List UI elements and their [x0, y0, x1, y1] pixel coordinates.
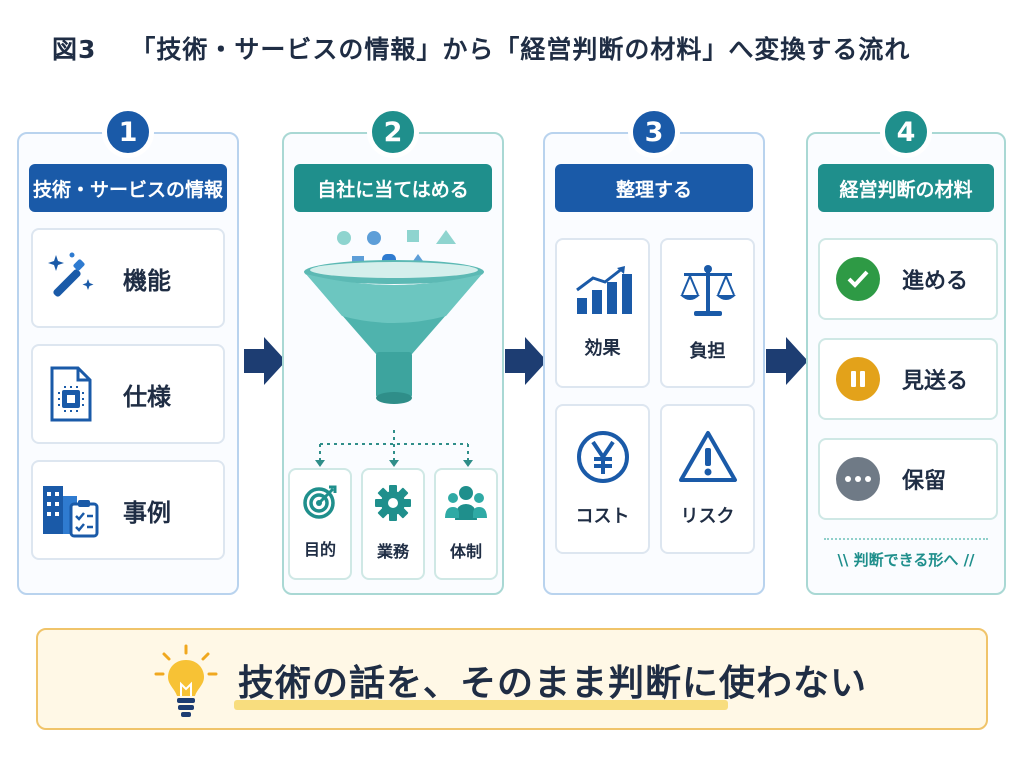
step-number-1: 1 — [102, 106, 154, 158]
yen-coin-icon — [576, 430, 630, 488]
context-label-goal: 目的 — [303, 540, 336, 559]
decision-label-pass: 見送る — [902, 369, 969, 394]
evaluation-card-burden: 負担 — [660, 238, 755, 388]
evaluation-label-risk: リスク — [680, 506, 735, 527]
key-message-text: 技術の話を、そのまま判断に使わない — [238, 663, 868, 704]
step-3-header: 整理する — [555, 164, 753, 212]
evaluation-card-cost: コスト — [555, 404, 650, 554]
target-icon — [302, 484, 338, 524]
balance-scale-icon — [678, 263, 738, 323]
context-label-team: 体制 — [449, 542, 482, 561]
evaluation-card-risk: リスク — [660, 404, 755, 554]
step-number-4: 4 — [880, 106, 932, 158]
decision-card-hold: 保留 — [818, 438, 998, 520]
figure-title: 図3 「技術・サービスの情報」から「経営判断の材料」へ変換する流れ — [52, 30, 910, 66]
evaluation-card-effect: 効果 — [555, 238, 650, 388]
step-4-header: 経営判断の材料 — [818, 164, 994, 212]
key-message-highlight — [234, 700, 728, 710]
spark-left-icon: \\ — [837, 551, 854, 569]
decision-card-pass: 見送る — [818, 338, 998, 420]
key-message-banner: 技術の話を、そのまま判断に使わない — [36, 628, 988, 730]
info-card-function: 機能 — [31, 228, 225, 328]
flow-arrow-1 — [242, 335, 288, 391]
decision-label-hold: 保留 — [902, 469, 947, 494]
info-label-spec: 仕様 — [123, 382, 171, 411]
decision-card-proceed: 進める — [818, 238, 998, 320]
step-4-panel: 4 経営判断の材料 進める 見送る 保留 \\ 判断できる形へ // — [806, 106, 1006, 595]
context-label-work: 業務 — [376, 542, 409, 561]
step-1-header: 技術・サービスの情報 — [29, 164, 227, 212]
info-label-case: 事例 — [123, 498, 171, 527]
funnel-icon — [296, 226, 492, 420]
flow-arrow-2 — [503, 335, 549, 391]
step-3-panel: 3 整理する 効果 負担 — [543, 106, 765, 595]
step-2-header: 自社に当てはめる — [294, 164, 492, 212]
evaluation-label-cost: コスト — [575, 506, 630, 527]
decision-label-proceed: 進める — [902, 269, 969, 294]
context-card-work: 業務 — [361, 468, 425, 580]
evaluation-label-burden: 負担 — [689, 341, 726, 362]
gear-icon — [374, 484, 412, 526]
more-circle-icon — [836, 457, 880, 501]
lightbulb-icon — [150, 644, 222, 724]
info-label-function: 機能 — [123, 266, 171, 295]
pause-circle-icon — [836, 357, 880, 401]
step-number-3: 3 — [628, 106, 680, 158]
warning-triangle-icon — [678, 430, 738, 488]
check-circle-icon — [836, 257, 880, 301]
flow-arrow-3 — [764, 335, 810, 391]
spark-right-icon: // — [958, 551, 975, 569]
context-card-goal: 目的 — [288, 468, 352, 580]
people-icon — [445, 484, 487, 526]
figure-label: 図3 — [52, 35, 97, 64]
step-1-panel: 1 技術・サービスの情報 機能 仕様 — [17, 106, 239, 595]
magic-wand-icon — [33, 249, 109, 307]
spec-document-icon — [33, 364, 109, 424]
step-2-panel: 2 自社に当てはめる — [282, 106, 504, 595]
info-card-spec: 仕様 — [31, 344, 225, 444]
evaluation-label-effect: 効果 — [584, 338, 621, 359]
decision-footnote: \\ 判断できる形へ // — [837, 551, 975, 569]
footnote-divider — [824, 538, 988, 540]
bar-chart-up-icon — [573, 266, 633, 320]
building-case-icon — [33, 478, 109, 542]
info-card-case: 事例 — [31, 460, 225, 560]
context-card-team: 体制 — [434, 468, 498, 580]
funnel-split-connector — [315, 430, 473, 467]
step-number-2: 2 — [367, 106, 419, 158]
figure-title-text: 「技術・サービスの情報」から「経営判断の材料」へ変換する流れ — [130, 35, 911, 64]
